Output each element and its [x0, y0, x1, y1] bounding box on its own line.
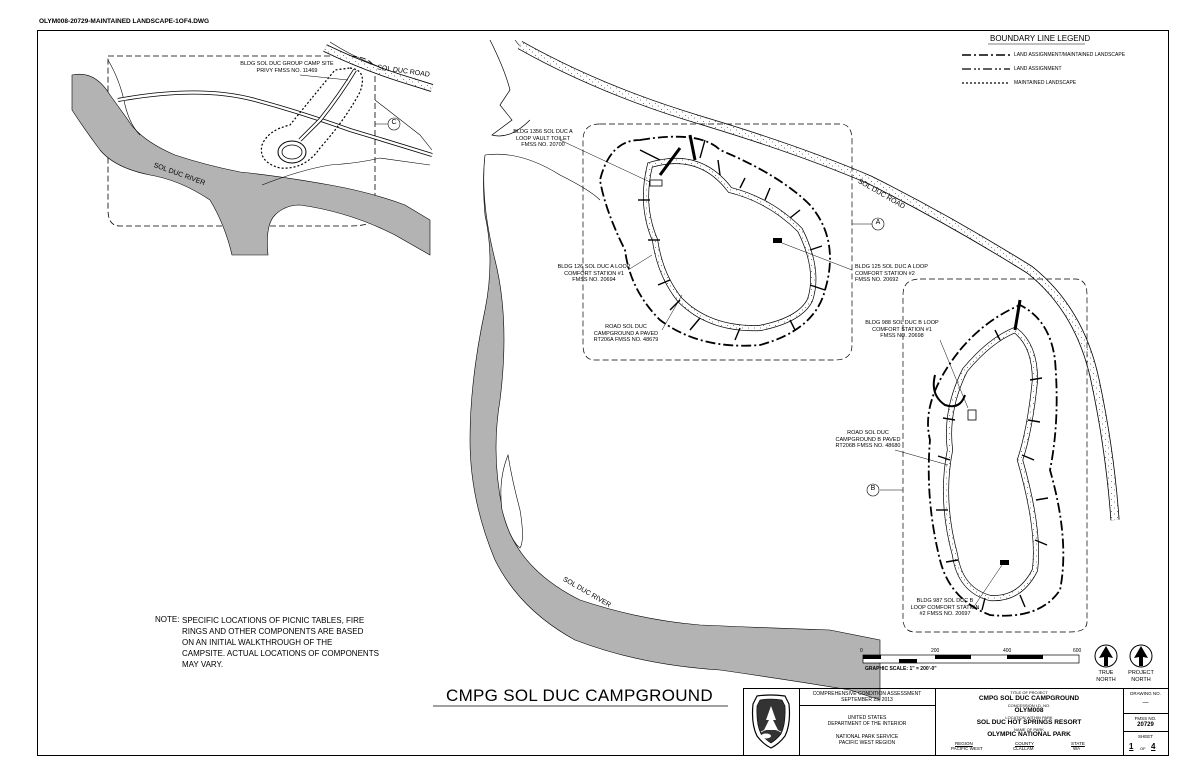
- concession-caption: CONCESSION I.D. NO.: [1007, 703, 1051, 708]
- drawing-title: CMPG SOL DUC CAMPGROUND: [446, 686, 713, 705]
- note-prefix: NOTE:: [155, 615, 180, 624]
- scale-tick-600: 600: [1073, 648, 1082, 654]
- logo-cell: [744, 689, 800, 755]
- legend-title: BOUNDARY LINE LEGEND: [990, 34, 1091, 43]
- inset-river: [71, 73, 431, 256]
- assessment-cell: COMPREHENSIVE CONDITION ASSESSMENT SEPTE…: [799, 689, 936, 755]
- service-line-2: PACIFIC WEST REGION: [838, 740, 896, 746]
- callout-a: A: [875, 219, 881, 226]
- scale-tick-0: 0: [860, 648, 863, 654]
- drawing-no-cell: DRAWING NO. — FMSS NO. 20729 SHEET 1 OF …: [1123, 689, 1168, 755]
- loop-a-frame: [582, 123, 853, 361]
- scale-tick-400: 400: [1003, 648, 1012, 654]
- region-caption: REGION: [955, 741, 973, 746]
- county-caption: COUNTY: [1015, 741, 1034, 746]
- concession-id: OLYM008: [1014, 707, 1044, 714]
- nps-arrowhead-logo: [751, 694, 791, 749]
- sheet-caption: SHEET: [1137, 734, 1153, 739]
- location-caption: LOCATION WITHIN PARK: [1005, 715, 1053, 720]
- main-map: [433, 39, 1153, 707]
- fmss-number: 20729: [1137, 722, 1154, 728]
- scale-tick-200: 200: [931, 648, 940, 654]
- sheet-of: OF: [1140, 746, 1146, 751]
- callout-c: C: [391, 119, 397, 126]
- note-body: SPECIFIC LOCATIONS OF PICNIC TABLES, FIR…: [182, 616, 379, 669]
- assessment-line-2: SEPTEMBER 23, 2013: [841, 697, 893, 703]
- loop-b-frame: [902, 278, 1088, 633]
- callout-b: B: [870, 485, 876, 492]
- project-name: CMPG SOL DUC CAMPGROUND: [978, 695, 1080, 702]
- county-value: CLALLAM: [1013, 746, 1034, 751]
- legend-item-land-maintained: LAND ASSIGNMENT/MAINTAINED LANDSCAPE: [1014, 52, 1126, 58]
- park-name: OLYMPIC NATIONAL PARK: [987, 731, 1071, 738]
- title-block: COMPREHENSIVE CONDITION ASSESSMENT SEPTE…: [743, 688, 1168, 755]
- sheet-number: 1: [1129, 742, 1134, 751]
- state-value: WA: [1073, 746, 1081, 751]
- scale-label: GRAPHIC SCALE: 1" = 200'-0": [865, 666, 937, 672]
- region-value: PACIFIC WEST: [951, 746, 983, 751]
- sheet-total: 4: [1151, 742, 1156, 751]
- file-name: OLYM008-20729-MAINTAINED LANDSCAPE-1OF4.…: [39, 18, 210, 25]
- inset-map: [71, 41, 434, 256]
- fmss-caption: FMSS NO.: [1134, 716, 1157, 721]
- drawing-no: —: [1142, 700, 1149, 706]
- sheet-border: [37, 30, 1169, 756]
- drawing-no-caption: DRAWING NO.: [1130, 691, 1161, 696]
- location-name: SOL DUC HOT SPRINGS RESORT: [976, 719, 1082, 726]
- service-line-1: NATIONAL PARK SERVICE: [835, 734, 899, 740]
- legend-item-maintained: MAINTAINED LANDSCAPE: [1014, 80, 1077, 86]
- assessment-line-1: COMPREHENSIVE CONDITION ASSESSMENT: [812, 691, 922, 697]
- state-caption: STATE: [1071, 741, 1085, 746]
- project-caption: TITLE OF PROJECT: [1010, 690, 1048, 695]
- legend-item-land: LAND ASSIGNMENT: [1014, 66, 1062, 72]
- park-caption: NAME OF PARK: [1014, 727, 1044, 732]
- agency-line-2: DEPARTMENT OF THE INTERIOR: [827, 721, 907, 727]
- main-river: [469, 154, 881, 701]
- project-cell: TITLE OF PROJECT CMPG SOL DUC CAMPGROUND…: [935, 689, 1124, 755]
- agency-line-1: UNITED STATES: [847, 715, 887, 721]
